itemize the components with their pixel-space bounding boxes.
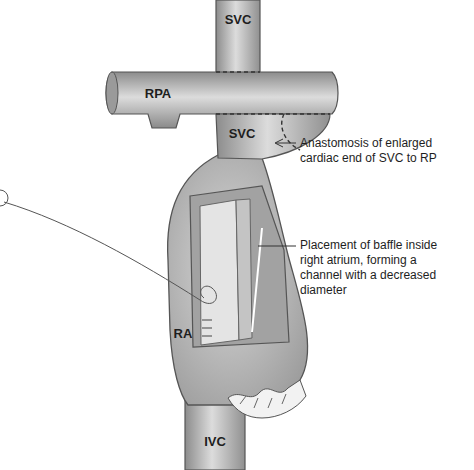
svc-vessel: [216, 0, 260, 74]
vessel-label: RPA: [145, 87, 171, 101]
vessel-label: IVC: [204, 435, 226, 449]
baffle-wall: [236, 199, 252, 340]
thread-end: [0, 190, 8, 206]
leaflet-lines: [240, 394, 286, 408]
vessel-label: SVC: [225, 13, 252, 27]
right-atrium: [168, 155, 308, 405]
suture-thread: [4, 202, 216, 303]
atrial-opening: [190, 186, 289, 347]
leader-line: [258, 246, 296, 247]
rpa-end: [106, 72, 118, 114]
valve-leaflets: [228, 380, 306, 418]
baffle-edge: [252, 228, 262, 332]
suture-line: [216, 113, 330, 114]
leader-line: [276, 143, 296, 144]
baffle-channel: [200, 200, 239, 345]
suture-stitches: [202, 320, 212, 336]
suture-line: [282, 114, 300, 150]
vessel-label: SVC: [229, 127, 256, 141]
leader-arrowhead: [275, 139, 283, 147]
chamber-label: RA: [174, 327, 193, 341]
callout-note: Anastomosis of enlarged cardiac end of S…: [300, 136, 470, 166]
suture-line: [216, 71, 260, 72]
callout-note: Placement of baffle inside right atrium,…: [300, 238, 460, 298]
